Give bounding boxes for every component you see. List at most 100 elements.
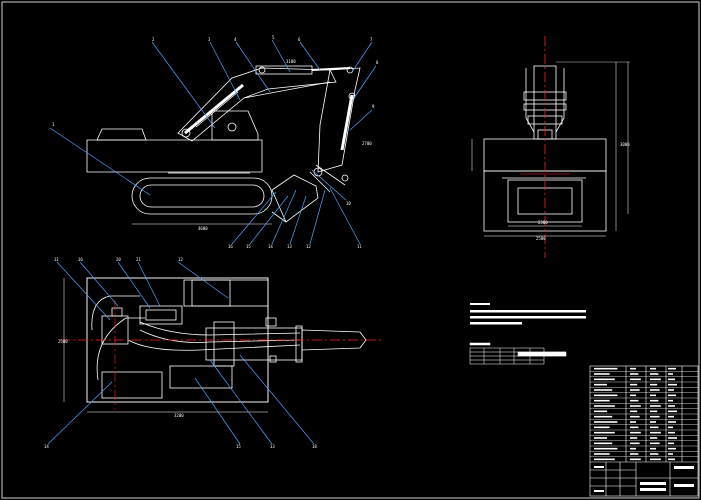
side-view-leaders: [49, 39, 377, 245]
title-block-frame: [589, 365, 699, 497]
title-block-cell-text: [630, 458, 641, 461]
side-view: [86, 65, 361, 225]
title-block-cell-text: [594, 383, 607, 386]
title-block-cell-text: [650, 394, 656, 397]
title-block-cell-text: [650, 389, 660, 391]
parameter-table: [469, 342, 567, 365]
callout-label: 3: [208, 37, 211, 42]
callout-label: 21: [136, 257, 141, 262]
side-dim-track: 4600: [198, 226, 208, 231]
title-block-cell-text: [594, 442, 613, 445]
callout-label: 16: [78, 257, 83, 262]
title-block-cell-text: [594, 399, 610, 402]
title-block-cell-text: [594, 405, 615, 407]
front-dim-gauge: 2300: [538, 220, 548, 225]
title-block-text: [594, 466, 694, 492]
title-block-cell-text: [650, 442, 660, 445]
callout-label: 18: [312, 444, 317, 449]
callout-label: 12: [178, 257, 183, 262]
title-block-cell-text: [594, 378, 615, 381]
title-block-cell-text: [630, 373, 639, 375]
title-block: [589, 365, 699, 497]
track-inner: [139, 184, 265, 208]
title-block-cell-text: [594, 453, 610, 455]
title-block-cell-text: [630, 453, 639, 455]
top-fuel-tank: [101, 371, 163, 399]
title-block-cell-text: [668, 405, 675, 407]
callout-label: 14: [44, 444, 49, 449]
title-block-cell-text: [650, 410, 658, 413]
title-block-cell-text: [668, 410, 677, 413]
side-dim-stick: 2700: [362, 141, 372, 146]
title-block-cell-text: [668, 389, 674, 391]
callout-label: 2: [152, 37, 155, 42]
title-block-cell-text: [630, 378, 641, 381]
title-block-cell-text: [630, 367, 636, 370]
bucket-cylinder: [340, 94, 354, 151]
title-block-cell-text: [630, 442, 640, 445]
callout-label: 9: [372, 104, 375, 109]
callout-label: 8: [376, 60, 379, 65]
title-block-cell-text: [594, 415, 613, 418]
boom: [177, 67, 337, 142]
title-block-cell-text: [630, 431, 641, 434]
callout-label: 10: [346, 201, 351, 206]
title-block-cell-text: [650, 405, 661, 407]
side-view-callouts: 1 2 3 4 5 6 7 8 9 10 11 12 13 14 15 16: [52, 35, 379, 249]
callout-label: 5: [272, 35, 275, 40]
stick: [317, 67, 361, 173]
title-block-cell-text: [594, 458, 615, 461]
callout-label: 16: [228, 244, 233, 249]
title-block-cell-text: [668, 437, 677, 439]
title-block-cell-text: [594, 421, 618, 423]
title-block-cell-text: [594, 389, 613, 391]
top-stick: [301, 329, 367, 351]
title-block-cell-text: [668, 399, 673, 402]
top-valve-block: [139, 305, 183, 325]
title-block-cell-text: [650, 437, 658, 439]
title-block-cell-text: [650, 453, 659, 455]
callout-label: 14: [268, 244, 273, 249]
title-block-cell-text: [650, 378, 661, 381]
title-block-cell-text: [630, 394, 636, 397]
title-block-cell-text: [650, 399, 659, 402]
callout-label: 12: [306, 244, 311, 249]
title-block-cell-text: [594, 426, 610, 429]
title-block-cell-text: [630, 399, 639, 402]
title-block-cell-text: [650, 367, 656, 370]
technical-notes: [470, 303, 586, 325]
callout-label: 7: [370, 37, 373, 42]
top-boom: [205, 327, 303, 361]
title-block-cell-text: [630, 447, 636, 450]
title-block-cell-text: [650, 426, 659, 429]
title-block-cell-text: [630, 421, 636, 423]
title-block-cell-text: [630, 426, 639, 429]
stick-cylinder: [255, 65, 313, 75]
title-block-cell-text: [594, 437, 607, 439]
title-block-rows: [590, 367, 698, 461]
title-block-cell-text: [630, 415, 640, 418]
cab: [211, 110, 259, 141]
title-block-cell-text: [668, 367, 676, 370]
title-block-cell-text: [630, 405, 641, 407]
title-block-cell-text: [668, 458, 675, 461]
title-block-cell-text: [594, 394, 618, 397]
title-block-cell-text: [668, 378, 675, 381]
title-block-cell-text: [594, 431, 615, 434]
top-dim-width: 2500: [58, 339, 68, 344]
title-block-cell-text: [594, 373, 610, 375]
title-block-cell-text: [594, 410, 607, 413]
title-block-cell-text: [668, 394, 676, 397]
callout-label: 13: [287, 244, 292, 249]
counterweight: [96, 128, 147, 141]
title-block-cell-text: [650, 431, 661, 434]
front-dim-height: 3000: [620, 142, 630, 147]
callout-label: 11: [54, 257, 59, 262]
title-block-cell-text: [650, 373, 659, 375]
title-block-cell-text: [668, 453, 673, 455]
upper-body: [86, 139, 263, 173]
track-outline: [131, 177, 273, 215]
title-block-cell-text: [650, 415, 660, 418]
title-block-cell-text: [668, 373, 673, 375]
title-block-cell-text: [630, 437, 638, 439]
